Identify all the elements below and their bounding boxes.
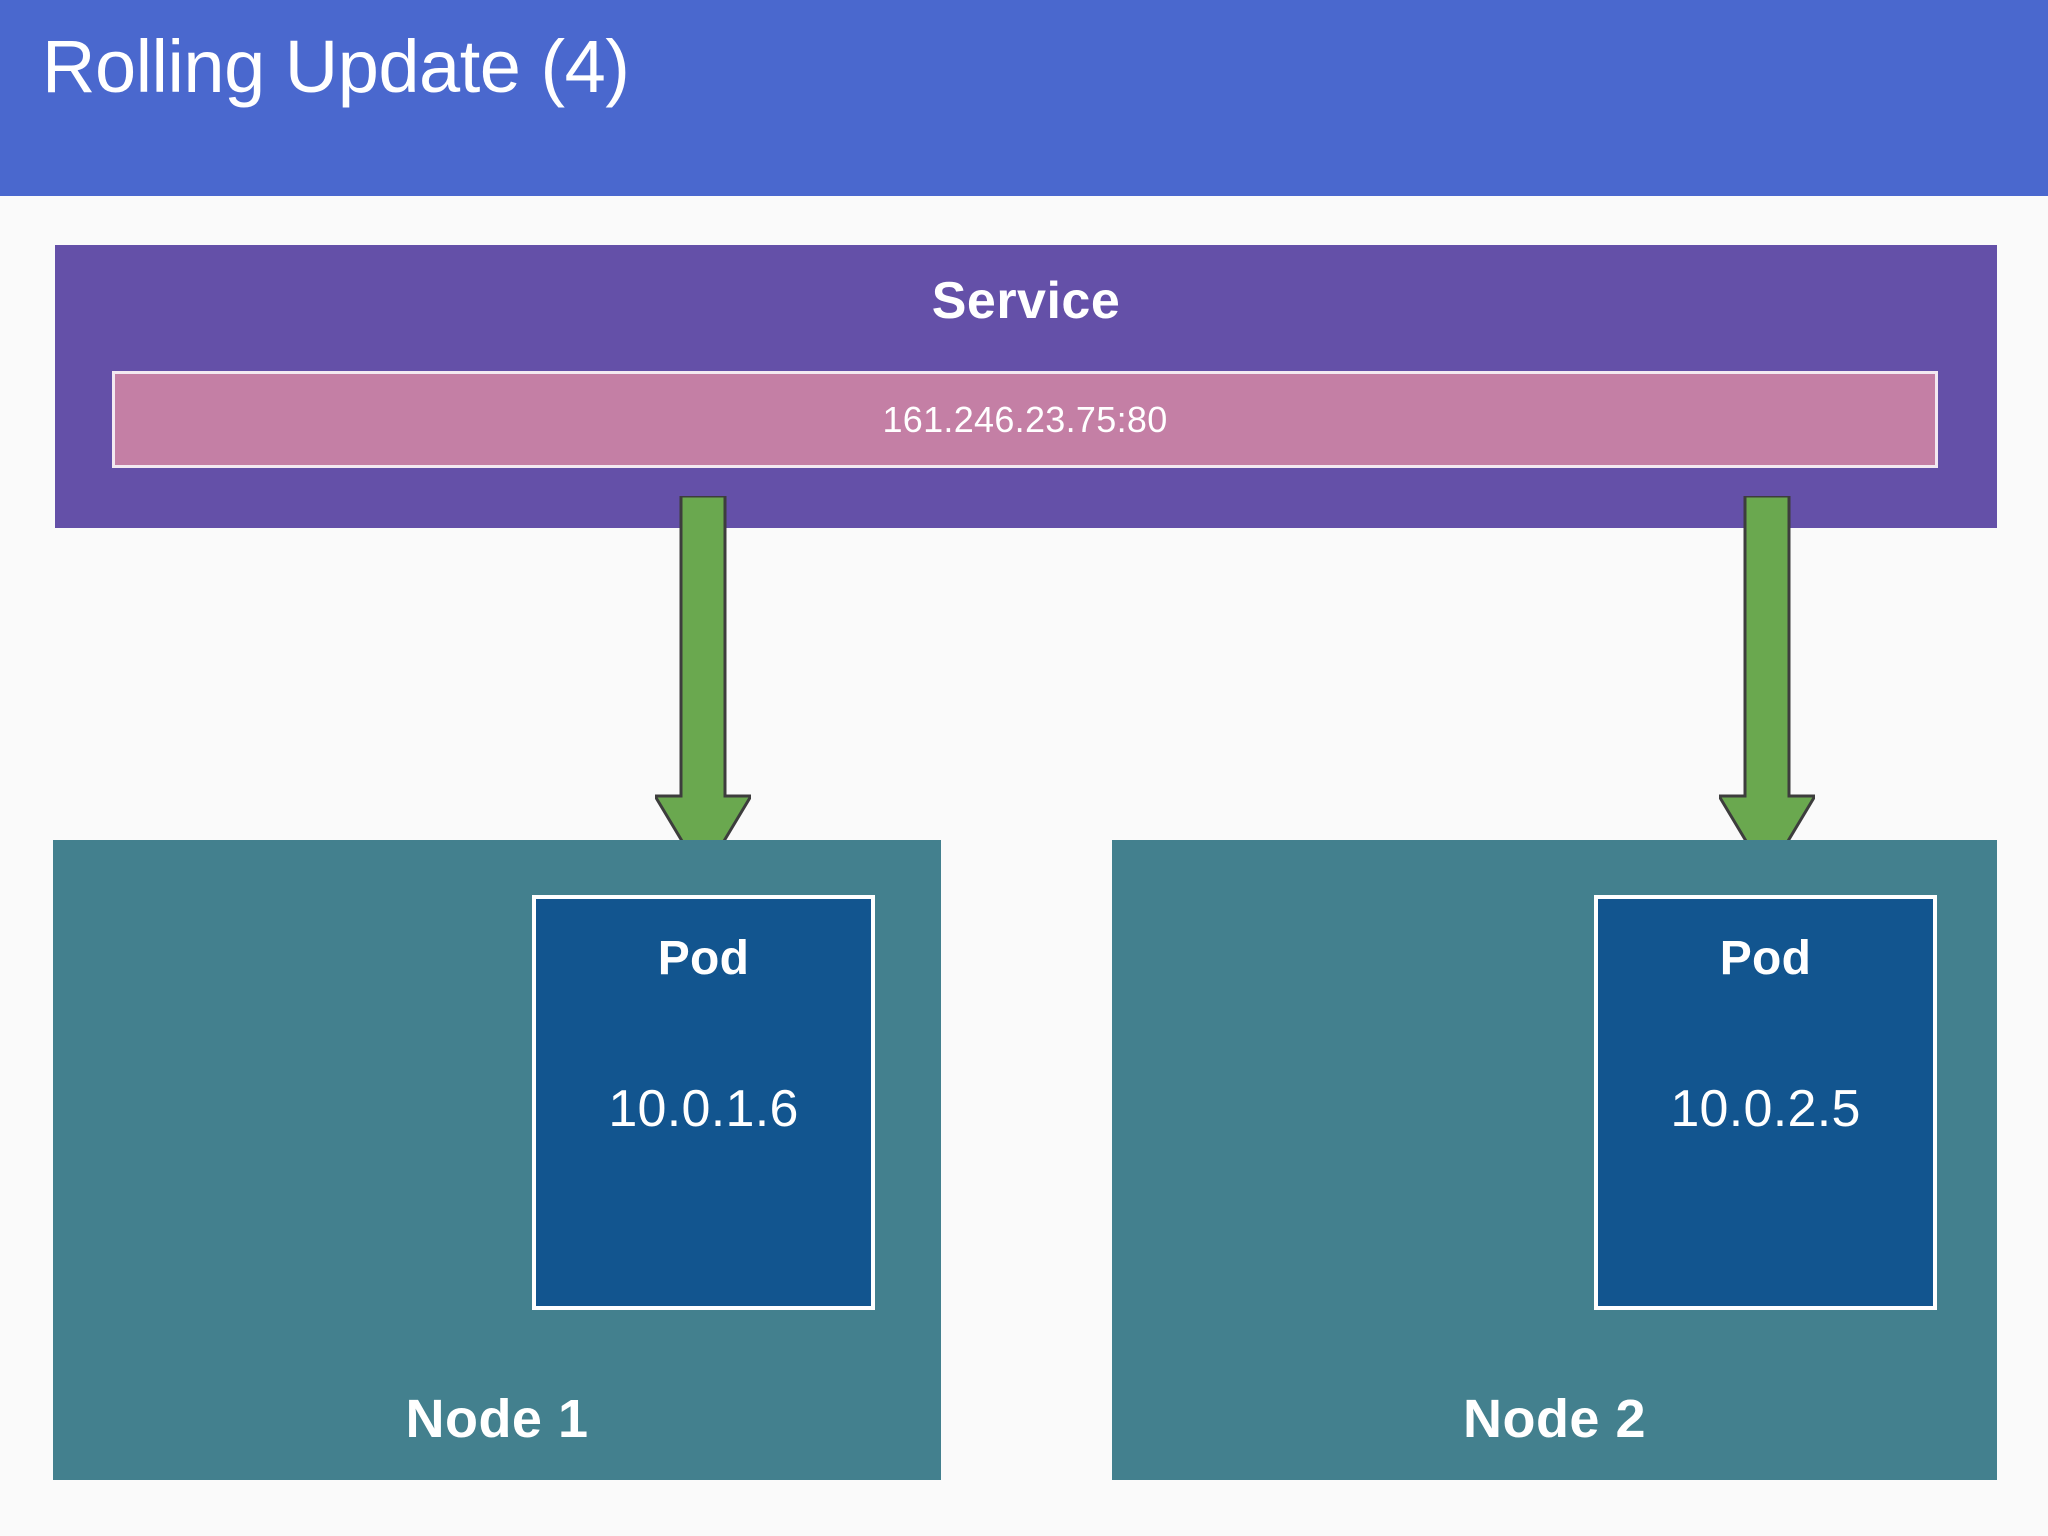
diagram-canvas: Service 161.246.23.75:80 Node 1 Pod 10.0… <box>0 196 2048 1536</box>
service-label: Service <box>931 272 1121 330</box>
service-endpoint-bar: 161.246.23.75:80 <box>112 371 1938 468</box>
down-arrow-icon <box>1719 496 1815 876</box>
node-label-1: Node 1 <box>405 1389 589 1449</box>
pod-title-1: Pod <box>657 932 750 985</box>
service-endpoint-address: 161.246.23.75:80 <box>882 398 1168 440</box>
node-label-2: Node 2 <box>1462 1389 1647 1449</box>
service-box: Service 161.246.23.75:80 <box>55 245 1997 528</box>
slide-title-bar: Rolling Update (4) <box>0 0 2048 196</box>
pod-ip-1: 10.0.1.6 <box>608 1080 799 1138</box>
pod-title-2: Pod <box>1719 932 1812 985</box>
pod-box-2: Pod 10.0.2.5 <box>1594 895 1937 1310</box>
pod-box-1: Pod 10.0.1.6 <box>532 895 875 1310</box>
page-title: Rolling Update (4) <box>42 25 630 108</box>
pod-ip-2: 10.0.2.5 <box>1670 1080 1861 1138</box>
down-arrow-icon <box>655 496 751 876</box>
